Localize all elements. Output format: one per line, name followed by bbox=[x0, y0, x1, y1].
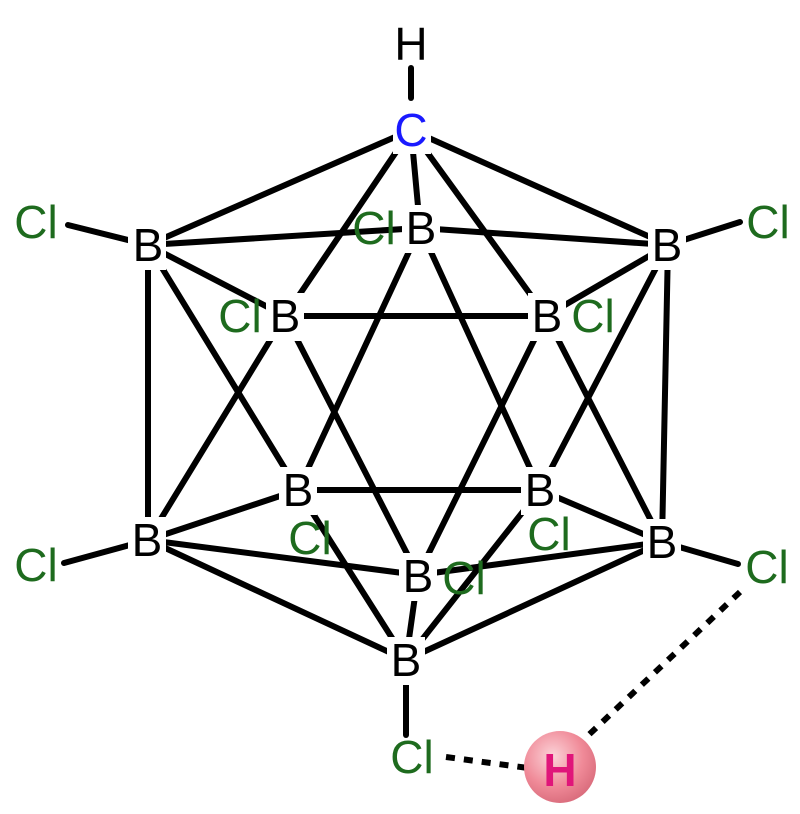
hydrogen-bonds bbox=[445, 589, 743, 771]
bond bbox=[282, 127, 414, 319]
boron-atom-label: B bbox=[133, 219, 164, 271]
boron-atom-label: B bbox=[525, 464, 556, 516]
bond bbox=[408, 127, 671, 248]
chlorine-atom-label: Cl bbox=[746, 196, 789, 248]
bond bbox=[543, 242, 671, 319]
chlorine-atom-label: Cl bbox=[527, 508, 570, 560]
label-bg bbox=[279, 467, 317, 515]
chlorine-atom-label: Cl bbox=[218, 290, 261, 342]
boron-atom-label: B bbox=[403, 550, 434, 602]
label-bg bbox=[387, 637, 425, 685]
bond bbox=[403, 539, 665, 663]
bond bbox=[295, 225, 423, 493]
bond bbox=[145, 242, 301, 493]
bond bbox=[145, 537, 409, 663]
atom-labels: H C B B B B B B B B B B B Cl Cl Cl Cl Cl… bbox=[14, 18, 789, 796]
label-bg bbox=[528, 293, 566, 341]
bond bbox=[408, 127, 549, 319]
bond bbox=[145, 313, 288, 543]
label-bg bbox=[266, 293, 304, 341]
boron-atom-label: B bbox=[270, 290, 301, 342]
label-bg bbox=[128, 222, 166, 270]
bond-lines bbox=[61, 65, 743, 738]
bond bbox=[543, 313, 665, 545]
bond bbox=[537, 242, 671, 493]
boron-atom-label: B bbox=[132, 514, 163, 566]
bond bbox=[415, 539, 665, 578]
boron-atom-label: B bbox=[652, 219, 683, 271]
bond bbox=[145, 537, 421, 578]
label-bg bbox=[402, 205, 440, 253]
proton-label: H bbox=[543, 744, 576, 796]
boron-atom-label: B bbox=[532, 290, 563, 342]
label-bg bbox=[521, 467, 559, 515]
chlorine-atom-label: Cl bbox=[288, 512, 331, 564]
bond bbox=[145, 127, 414, 248]
boron-atom-label: B bbox=[647, 516, 678, 568]
chlorine-atom-label: Cl bbox=[14, 539, 57, 591]
bond bbox=[282, 313, 421, 578]
chlorine-atom-label: Cl bbox=[571, 290, 614, 342]
hydrogen-bond-dashed bbox=[445, 754, 529, 771]
chlorine-atom-label: Cl bbox=[14, 196, 57, 248]
boron-atom-label: B bbox=[406, 202, 437, 254]
bond bbox=[417, 225, 543, 493]
bond bbox=[145, 487, 301, 543]
bond bbox=[417, 225, 671, 248]
label-bg bbox=[393, 104, 431, 154]
chlorine-atom-label: Cl bbox=[352, 202, 395, 254]
bond bbox=[415, 313, 549, 578]
proton-ball bbox=[524, 731, 596, 803]
label-bg bbox=[643, 519, 681, 567]
bond bbox=[295, 487, 409, 663]
bond bbox=[659, 242, 671, 545]
chlorine-atom-label: Cl bbox=[390, 731, 433, 783]
hydrogen-bond-dashed bbox=[575, 589, 743, 748]
boron-atom-label: B bbox=[283, 464, 314, 516]
bond bbox=[145, 225, 423, 248]
label-bg bbox=[128, 517, 166, 565]
bond bbox=[403, 487, 543, 663]
boron-atom-label: B bbox=[391, 634, 422, 686]
hydrogen-atom-label: H bbox=[394, 18, 427, 70]
label-bg bbox=[399, 553, 437, 601]
chlorine-atom-label: Cl bbox=[442, 552, 485, 604]
chlorine-atom-label: Cl bbox=[745, 541, 788, 593]
bond bbox=[537, 487, 665, 545]
carbon-atom-label: C bbox=[394, 104, 427, 156]
bond bbox=[145, 242, 288, 319]
atom-label-backgrounds bbox=[128, 104, 686, 685]
label-bg bbox=[648, 222, 686, 270]
